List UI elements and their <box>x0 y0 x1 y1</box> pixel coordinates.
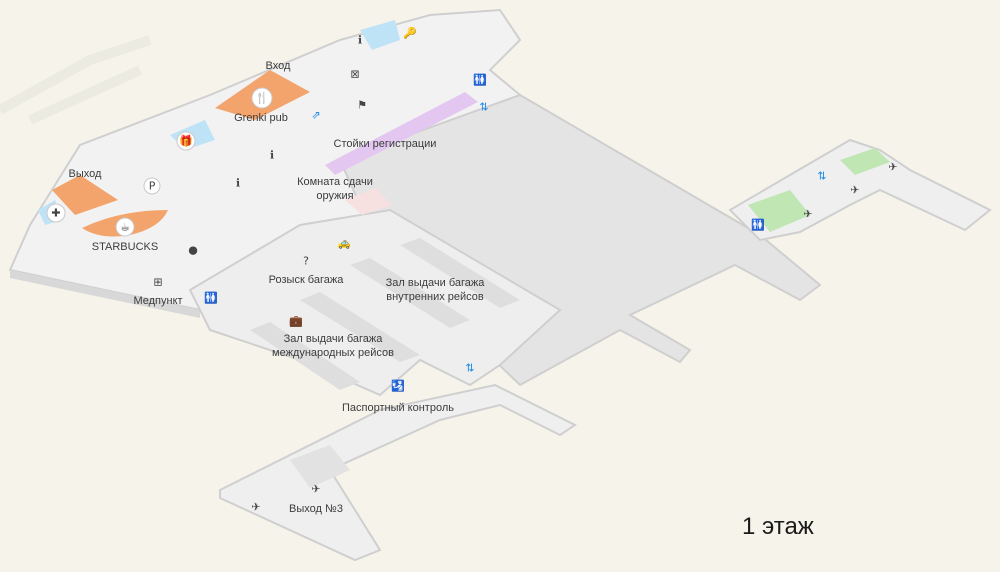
svg-text:?: ? <box>303 255 309 268</box>
svg-text:🚕: 🚕 <box>337 237 351 250</box>
svg-text:ℹ: ℹ <box>358 34 362 47</box>
svg-text:P: P <box>149 180 156 193</box>
svg-text:⇅: ⇅ <box>817 170 826 183</box>
elevator-icon[interactable]: ⇅ <box>465 362 474 375</box>
svg-text:⇅: ⇅ <box>479 101 488 114</box>
svg-text:🎁: 🎁 <box>179 135 193 148</box>
no-entry-icon[interactable]: ⊠ <box>350 68 359 81</box>
meeting-point-icon[interactable]: ⚑ <box>357 99 367 112</box>
svg-text:ℹ: ℹ <box>236 177 240 190</box>
toilets-icon[interactable]: 🚻 <box>204 292 218 305</box>
lost-baggage-icon[interactable]: ? <box>303 255 309 268</box>
label-entrance: Вход <box>266 60 291 72</box>
svg-text:✈: ✈ <box>850 184 859 197</box>
exit-area <box>52 175 118 215</box>
label-medpunkt: Медпункт <box>133 295 182 307</box>
svg-text:🚻: 🚻 <box>751 219 765 232</box>
weapons-room <box>345 188 392 215</box>
label-starbucks: STARBUCKS <box>92 241 158 253</box>
svg-text:⇅: ⇅ <box>465 362 474 375</box>
svg-text:✚: ✚ <box>51 207 60 220</box>
info-icon[interactable]: ℹ <box>358 34 362 47</box>
departure-icon[interactable]: ✈ <box>251 501 260 514</box>
svg-text:🚻: 🚻 <box>204 292 218 305</box>
label-lost-baggage: Розыск багажа <box>269 274 345 286</box>
gift-icon[interactable]: 🎁 <box>176 131 196 151</box>
svg-text:🛂: 🛂 <box>391 380 405 393</box>
label-checkin: Стойки регистрации <box>334 138 437 150</box>
floor-label: 1 этаж <box>742 513 814 540</box>
svg-text:●: ● <box>188 244 198 257</box>
toilets-icon[interactable]: 🚻 <box>751 219 765 232</box>
label-weapons-room-2: оружия <box>316 190 353 202</box>
suitcase-icon[interactable]: 💼 <box>289 315 303 328</box>
info-icon[interactable]: ℹ <box>236 177 240 190</box>
svg-text:💼: 💼 <box>289 315 303 328</box>
road-lines <box>0 35 152 125</box>
restaurant-icon[interactable]: 🍴 <box>251 87 273 109</box>
label-intl-claim-1: Зал выдачи багажа <box>284 333 384 345</box>
svg-text:⊞: ⊞ <box>153 276 162 289</box>
svg-text:✈: ✈ <box>311 483 320 496</box>
svg-text:🍴: 🍴 <box>255 92 269 105</box>
parking-icon[interactable]: P <box>143 177 161 195</box>
first-aid-icon[interactable]: ✚ <box>46 203 66 223</box>
svg-text:🚻: 🚻 <box>473 74 487 87</box>
label-intl-claim-2: международных рейсов <box>272 347 394 359</box>
svg-text:☕: ☕ <box>120 221 130 234</box>
svg-text:🔑: 🔑 <box>403 26 417 40</box>
label-passport-control: Паспортный контроль <box>342 402 454 414</box>
label-domestic-claim-2: внутренних рейсов <box>386 291 484 303</box>
location-pin-icon[interactable]: ● <box>188 244 198 257</box>
departure-icon[interactable]: ✈ <box>311 483 320 496</box>
departure-icon[interactable]: ✈ <box>888 161 897 174</box>
departure-icon[interactable]: ✈ <box>850 184 859 197</box>
map-icons: ℹ 🔑 ⊠ 🚻 🍴 ⇗ ⚑ ⇅ 🎁 ℹ P ℹ ✚ ☕ ● 🚕 ? ⊞ 🚻 💼 … <box>46 26 898 514</box>
label-gate3: Выход №3 <box>289 503 343 515</box>
toilets-icon[interactable]: 🚻 <box>473 74 487 87</box>
info-icon[interactable]: ℹ <box>270 149 274 162</box>
checkin-counters <box>325 92 478 175</box>
elevator-icon[interactable]: ⇅ <box>817 170 826 183</box>
coffee-icon[interactable]: ☕ <box>115 217 135 237</box>
label-domestic-claim-1: Зал выдачи багажа <box>386 277 486 289</box>
east-gate-building <box>728 138 992 242</box>
passport-control-icon[interactable]: 🛂 <box>391 380 405 393</box>
svg-text:✈: ✈ <box>251 501 260 514</box>
elevator-icon[interactable]: ⇅ <box>479 101 488 114</box>
label-exit: Выход <box>69 168 102 180</box>
luggage-storage-icon[interactable]: 🔑 <box>403 26 417 40</box>
svg-text:✈: ✈ <box>803 208 812 221</box>
medical-icon[interactable]: ⊞ <box>153 276 162 289</box>
baggage-claim-area <box>188 208 562 397</box>
svg-text:⊠: ⊠ <box>350 68 359 81</box>
svg-text:⚑: ⚑ <box>357 99 367 112</box>
map-labels: Вход Выход Grenki pub Стойки регистрации… <box>69 60 486 515</box>
label-weapons-room-1: Комната сдачи <box>297 176 373 188</box>
label-grenki-pub: Grenki pub <box>234 112 288 124</box>
svg-text:✈: ✈ <box>888 161 897 174</box>
departure-icon[interactable]: ✈ <box>803 208 812 221</box>
escalator-icon[interactable]: ⇗ <box>311 109 320 122</box>
svg-text:ℹ: ℹ <box>270 149 274 162</box>
taxi-icon[interactable]: 🚕 <box>337 237 351 250</box>
svg-text:⇗: ⇗ <box>311 109 320 122</box>
gate3-pier <box>219 383 577 562</box>
